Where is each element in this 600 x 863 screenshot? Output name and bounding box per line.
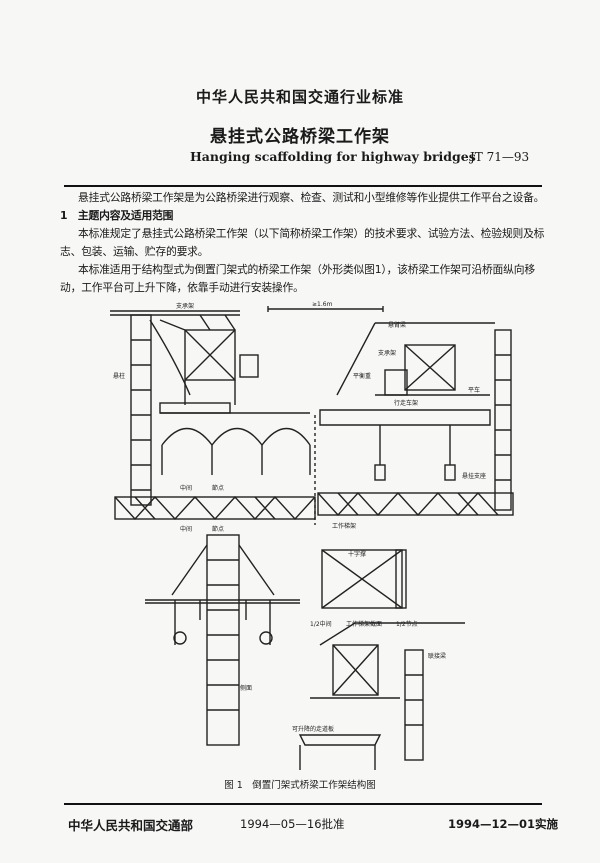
label-wheel-frame: 行走车架 (394, 399, 418, 407)
standard-code: JT 71—93 (470, 150, 530, 164)
label-half-mid: 1/2中间 (310, 620, 332, 628)
label-half-node: 1/2节点 (396, 620, 418, 628)
label-counterweight: 平衡重 (353, 372, 371, 380)
label-dimension: ≥1.6m (312, 301, 333, 308)
label-support-frame-right: 支承架 (378, 349, 396, 357)
top-rule (64, 185, 542, 187)
label-mid-2: 中间 (180, 525, 192, 533)
label-node-1: 節点 (212, 484, 224, 492)
label-node-2: 節点 (212, 525, 224, 533)
label-liftable: 可升降的走道板 (292, 725, 334, 733)
footer-implemented-date: 1994—12—01实施 (448, 817, 559, 831)
paragraph-applicability: 本标准适用于结构型式为倒置门架式的桥梁工作架（外形类似图1），该桥梁工作架可沿桥… (60, 263, 535, 294)
label-side: 侧面 (240, 684, 252, 692)
intro-paragraph: 悬挂式公路桥梁工作架是为公路桥梁进行观察、检查、测试和小型维修等作业提供工作平台… (78, 191, 545, 204)
bottom-rule (64, 803, 542, 805)
label-cantilever: 悬臂梁 (388, 321, 406, 329)
label-support-frame: 支承架 (176, 302, 194, 310)
label-ladder-section: 工作梯架截面 (346, 620, 382, 628)
footer-organization: 中华人民共和国交通部 (68, 818, 194, 833)
label-flat-car: 平车 (468, 386, 480, 394)
label-cross-brace: 十字撑 (348, 550, 366, 558)
figure-caption: 图 1 倒置门架式桥梁工作架结构图 (224, 780, 376, 791)
document-title: 悬挂式公路桥梁工作架 (210, 127, 390, 147)
footer-approved-date: 1994—05—16批准 (240, 817, 345, 831)
label-work-ladder: 工作梯架 (332, 522, 356, 530)
label-column: 悬柱 (113, 372, 125, 380)
english-title: Hanging scaffolding for highway bridges (190, 149, 476, 164)
label-connecting-beam: 联接梁 (428, 652, 446, 660)
label-mid-1: 中间 (180, 484, 192, 492)
paragraph-scope: 本标准规定了悬挂式公路桥梁工作架（以下简称桥梁工作架）的技术要求、试验方法、检验… (60, 227, 545, 258)
label-hanging-support: 悬挂支座 (462, 472, 486, 480)
section-1-heading: 1 主题内容及适用范围 (60, 209, 174, 222)
issuer-header: 中华人民共和国交通行业标准 (195, 88, 404, 106)
body-text: 悬挂式公路桥梁工作架是为公路桥梁进行观察、检查、测试和小型维修等作业提供工作平台… (60, 189, 550, 297)
